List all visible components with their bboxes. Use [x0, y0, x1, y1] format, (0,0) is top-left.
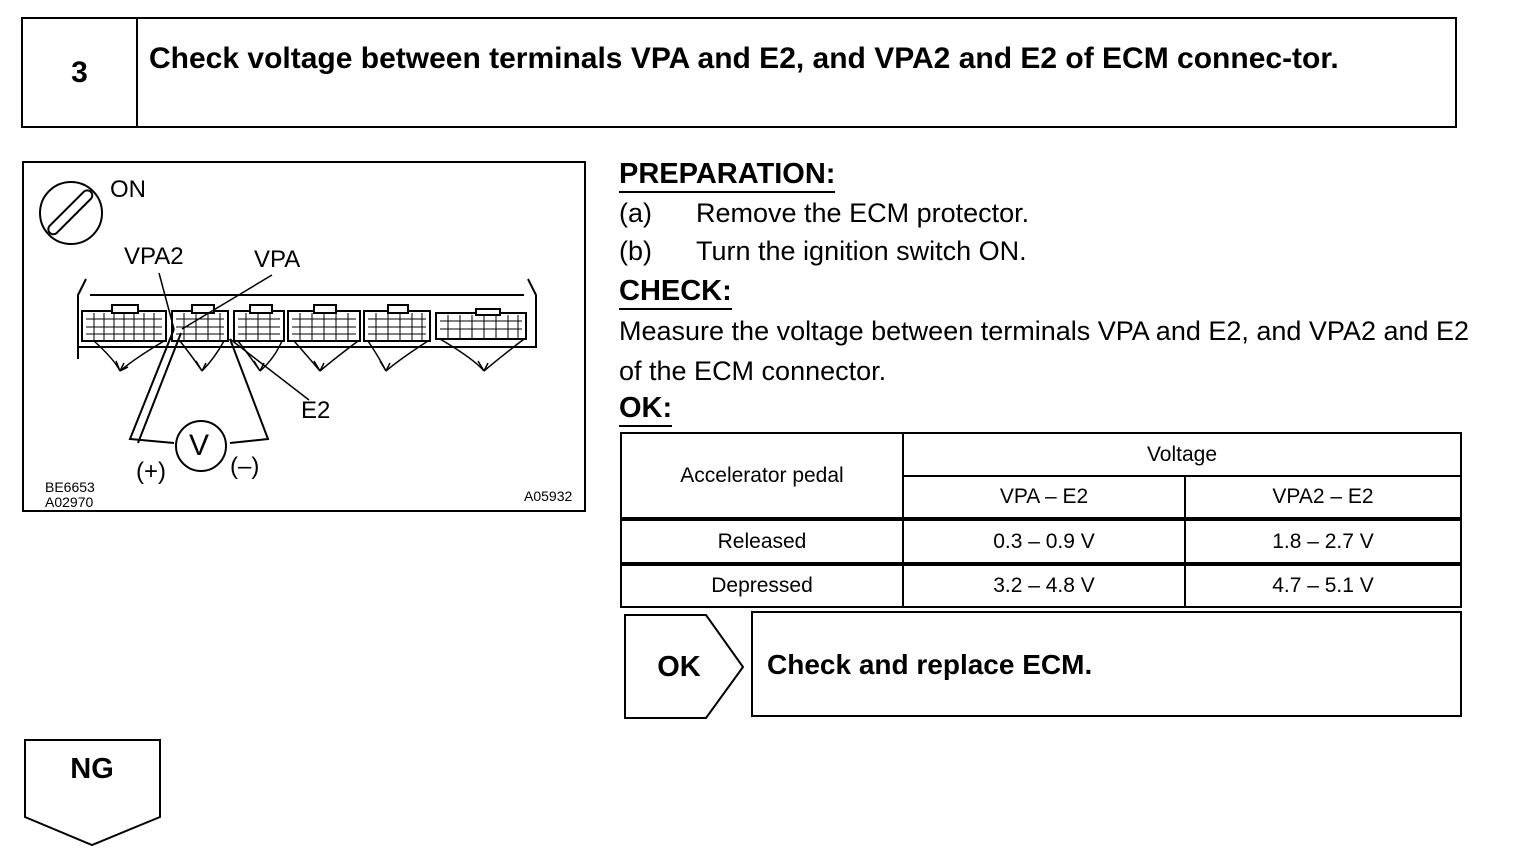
row-pedal: Depressed [620, 562, 904, 608]
header-vpa2-e2: VPA2 – E2 [1184, 475, 1462, 520]
step-text: Turn the ignition switch ON. [696, 236, 1027, 266]
ng-tag-label: NG [70, 753, 114, 785]
check-instruction: Measure the voltage between terminals VP… [619, 316, 1470, 386]
figure-code-2: A02970 [45, 494, 94, 510]
table-row: Depressed 3.2 – 4.8 V 4.7 – 5.1 V [620, 562, 1462, 608]
ignition-on-label: ON [110, 176, 146, 203]
ng-result-tag: NG [24, 739, 162, 847]
ignition-key-icon [39, 181, 103, 245]
row-vpa2: 4.7 – 5.1 V [1184, 562, 1462, 608]
ok-result-tag: OK [624, 614, 746, 720]
row-vpa: 0.3 – 0.9 V [902, 517, 1186, 565]
negative-probe-label: (–) [230, 453, 260, 480]
ok-arrow-icon [624, 614, 745, 719]
vpa2-label: VPA2 [124, 243, 184, 270]
ok-action-text: Check and replace ECM. [767, 649, 1093, 680]
vpa-label: VPA [254, 246, 301, 273]
step-text: Remove the ECM protector. [696, 198, 1030, 228]
ok-tag-label: OK [657, 650, 701, 683]
wire-harness [93, 338, 525, 372]
header-accelerator-pedal: Accelerator pedal [620, 432, 904, 520]
voltmeter-icon [175, 420, 227, 472]
voltage-spec-table: Accelerator pedal Voltage VPA – E2 VPA2 … [620, 432, 1462, 608]
connector-blocks [81, 304, 527, 342]
step-letter: (b) [619, 236, 652, 266]
row-vpa: 3.2 – 4.8 V [902, 562, 1186, 608]
ok-action-box: Check and replace ECM. [751, 611, 1462, 717]
ng-arrow-icon [24, 739, 161, 847]
label-leader-lines [158, 272, 310, 401]
preparation-heading: PREPARATION: [619, 158, 836, 193]
ecm-connector-figure: ON VPA2 VPA E2 V (+) (–) BE6653 A02970 A… [22, 161, 586, 512]
figure-code-3: A05932 [524, 488, 573, 504]
row-vpa2: 1.8 – 2.7 V [1184, 517, 1462, 565]
step-number: 3 [23, 19, 138, 126]
check-heading: CHECK: [619, 275, 732, 310]
positive-probe-label: (+) [136, 458, 166, 485]
step-letter: (a) [619, 198, 652, 228]
connector-pins [86, 313, 522, 341]
header-vpa-e2: VPA – E2 [902, 475, 1186, 520]
e2-label: E2 [301, 397, 331, 424]
ecm-connector-body [77, 278, 537, 359]
figure-code-1: BE6653 [45, 479, 95, 495]
preparation-step-a: (a) Remove the ECM protector. [619, 197, 1029, 229]
table-header-row: Accelerator pedal Voltage [620, 432, 1462, 520]
probe-leads [128, 328, 270, 444]
row-pedal: Released [620, 517, 904, 565]
header-voltage: Voltage [902, 432, 1462, 477]
ecm-connector-diagram [39, 181, 537, 472]
step-header: 3 Check voltage between terminals VPA an… [21, 17, 1457, 128]
table-subheader-row: VPA – E2 VPA2 – E2 [621, 475, 1462, 520]
preparation-step-b: (b) Turn the ignition switch ON. [619, 235, 1027, 267]
step-title: Check voltage between terminals VPA and … [149, 42, 1339, 75]
ok-heading: OK: [619, 392, 673, 427]
voltmeter-symbol: V [189, 429, 210, 462]
table-row: Released 0.3 – 0.9 V 1.8 – 2.7 V [620, 517, 1462, 565]
